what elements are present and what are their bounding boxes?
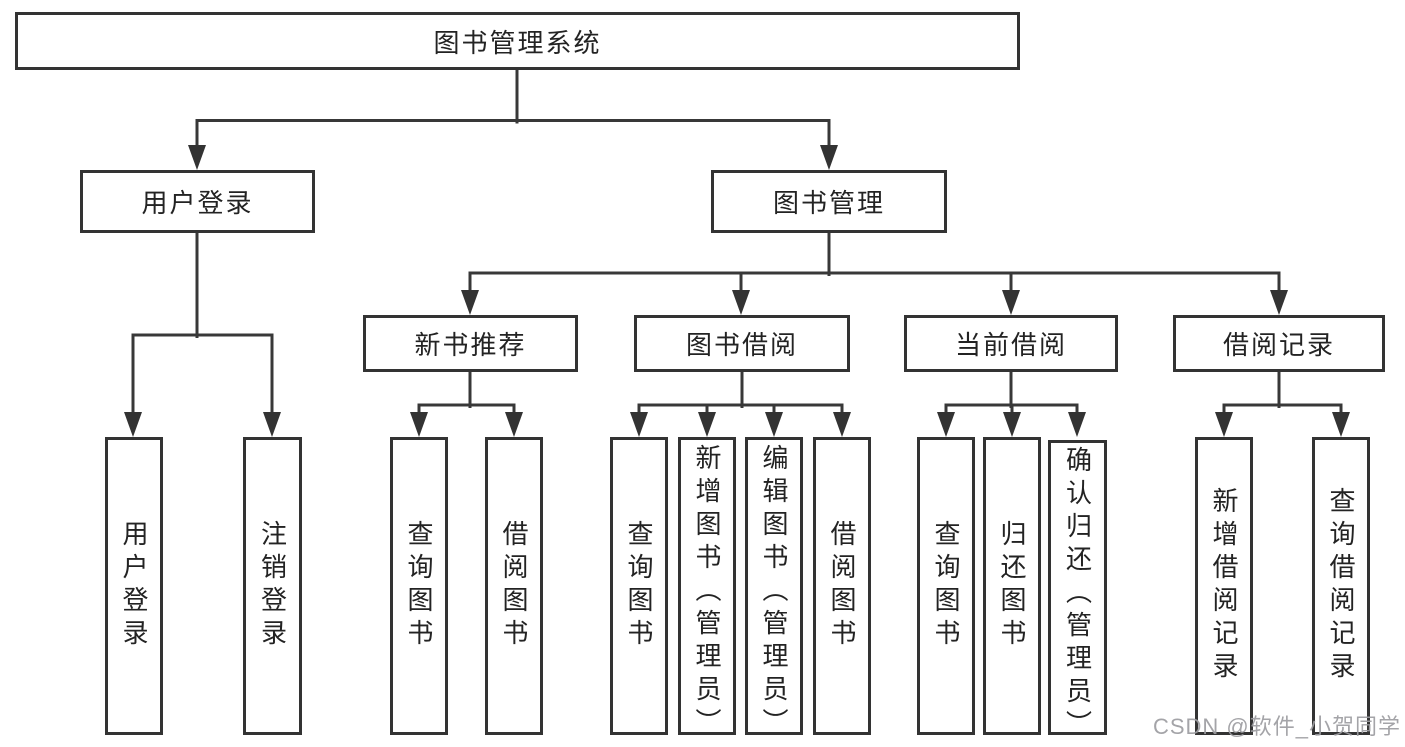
arrow-down-icon: [1002, 290, 1020, 315]
node-label: 图书借阅: [685, 330, 798, 360]
arrow-down-icon: [765, 412, 783, 437]
node-label: 用户登录: [141, 188, 254, 218]
node-label: 注销登录: [257, 520, 288, 652]
arrow-down-icons: [124, 145, 1350, 437]
arrow-down-icon: [124, 412, 142, 437]
node-label: 查询借阅记录: [1326, 487, 1356, 685]
node-leaf-query-books-recommend: 查询图书: [390, 437, 448, 735]
node-leaf-borrow-books-recommend: 借阅图书: [485, 437, 543, 735]
node-leaf-query-borrow-record: 查询借阅记录: [1312, 437, 1370, 735]
arrow-down-icon: [263, 412, 281, 437]
node-label: 图书管理: [772, 188, 885, 218]
arrow-down-icon: [1003, 412, 1021, 437]
node-root-system: 图书管理系统: [15, 12, 1020, 70]
node-leaf-add-borrow-record: 新增借阅记录: [1195, 437, 1253, 735]
arrow-down-icon: [1332, 412, 1350, 437]
arrow-down-icon: [833, 412, 851, 437]
node-borrowing-records: 借阅记录: [1173, 315, 1385, 372]
csdn-watermark: CSDN @软件_小贺同学: [1152, 714, 1401, 739]
node-label: 当前借阅: [954, 330, 1067, 360]
node-book-borrowing: 图书借阅: [634, 315, 850, 372]
node-new-book-recommend: 新书推荐: [363, 315, 578, 372]
node-leaf-edit-books-admin: 编辑图书（管理员）: [745, 437, 803, 741]
node-label: 查询图书: [404, 520, 434, 652]
node-label: 确认归还（管理员）: [1062, 445, 1093, 743]
node-leaf-user-login: 用户登录: [105, 437, 163, 735]
node-leaf-confirm-return-admin: 确认归还（管理员）: [1048, 440, 1107, 743]
node-label: 借阅图书: [499, 520, 529, 652]
node-label: 新增图书（管理员）: [692, 444, 722, 741]
node-leaf-borrow-books: 借阅图书: [813, 437, 871, 735]
arrow-down-icon: [1068, 412, 1086, 437]
node-label: 查询图书: [931, 520, 961, 652]
node-leaf-return-books: 归还图书: [983, 437, 1041, 735]
node-leaf-add-books-admin: 新增图书（管理员）: [678, 437, 736, 741]
node-leaf-query-books-current: 查询图书: [917, 437, 975, 735]
node-label: 图书管理系统: [433, 27, 602, 58]
arrow-down-icon: [461, 290, 479, 315]
node-leaf-logout: 注销登录: [243, 437, 302, 735]
arrow-down-icon: [937, 412, 955, 437]
node-label: 查询图书: [624, 520, 654, 652]
arrow-down-icon: [1215, 412, 1233, 437]
arrow-down-icon: [188, 145, 206, 170]
arrow-down-icon: [1270, 290, 1288, 315]
node-label: 新书推荐: [414, 330, 527, 360]
node-user-login-module: 用户登录: [80, 170, 315, 233]
arrow-down-icon: [732, 290, 750, 315]
arrow-down-icon: [820, 145, 838, 170]
arrow-down-icon: [410, 412, 428, 437]
node-label: 借阅记录: [1222, 330, 1335, 360]
arrow-down-icon: [505, 412, 523, 437]
node-leaf-query-books-borrowing: 查询图书: [610, 437, 668, 735]
node-label: 编辑图书（管理员）: [759, 444, 789, 741]
arrow-down-icon: [698, 412, 716, 437]
node-current-borrowing: 当前借阅: [904, 315, 1118, 372]
node-label: 用户登录: [119, 520, 149, 652]
node-label: 新增借阅记录: [1209, 487, 1239, 685]
node-label: 归还图书: [997, 520, 1027, 652]
node-book-management-module: 图书管理: [711, 170, 947, 233]
node-label: 借阅图书: [827, 520, 857, 652]
arrow-down-icon: [630, 412, 648, 437]
